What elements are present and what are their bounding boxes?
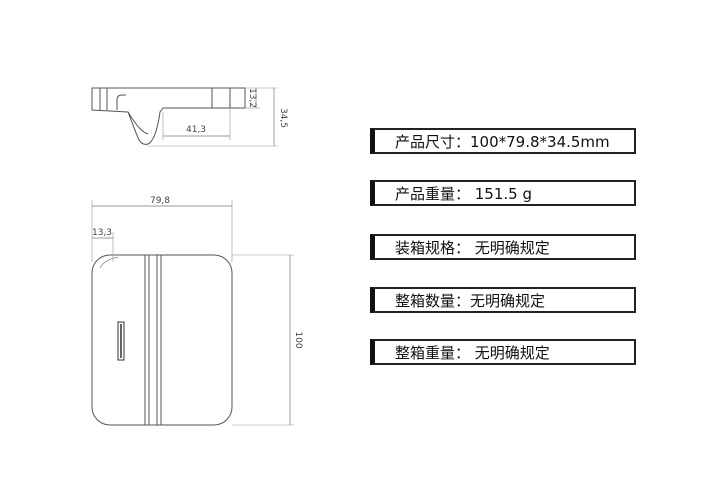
front-view-inner-edge: [99, 256, 119, 269]
spec-box-product-weight: 产品重量： 151.5 g: [370, 180, 636, 206]
dim-label-offset: 13,3: [92, 228, 112, 238]
side-view: [91, 87, 278, 147]
front-view-connector: [117, 321, 125, 361]
dim-label-height: 100: [293, 331, 303, 348]
dim-label-length: 41,3: [186, 125, 206, 135]
dim-label-height-lip: 13,2: [247, 88, 257, 108]
spec-box-carton-weight: 整箱重量： 无明确规定: [370, 339, 636, 365]
spec-box-product-size: 产品尺寸：100*79.8*34.5mm: [370, 128, 636, 154]
spec-text: 产品尺寸：100*79.8*34.5mm: [395, 132, 610, 151]
spec-text: 装箱规格： 无明确规定: [395, 238, 550, 257]
side-view-inner-contour: [127, 111, 149, 135]
dim-label-width: 79,8: [150, 196, 170, 206]
spec-text: 产品重量： 151.5 g: [395, 184, 533, 203]
front-view: [91, 200, 294, 426]
front-view-body: [91, 254, 233, 426]
side-view-outline: [91, 87, 246, 145]
dim-label-height-total: 34,5: [278, 108, 288, 128]
spec-box-packing-spec: 装箱规格： 无明确规定: [370, 234, 636, 260]
spec-box-carton-quantity: 整箱数量：无明确规定: [370, 287, 636, 313]
spec-text: 整箱重量： 无明确规定: [395, 343, 550, 362]
side-view-clip: [116, 94, 126, 101]
spec-text: 整箱数量：无明确规定: [395, 291, 546, 310]
